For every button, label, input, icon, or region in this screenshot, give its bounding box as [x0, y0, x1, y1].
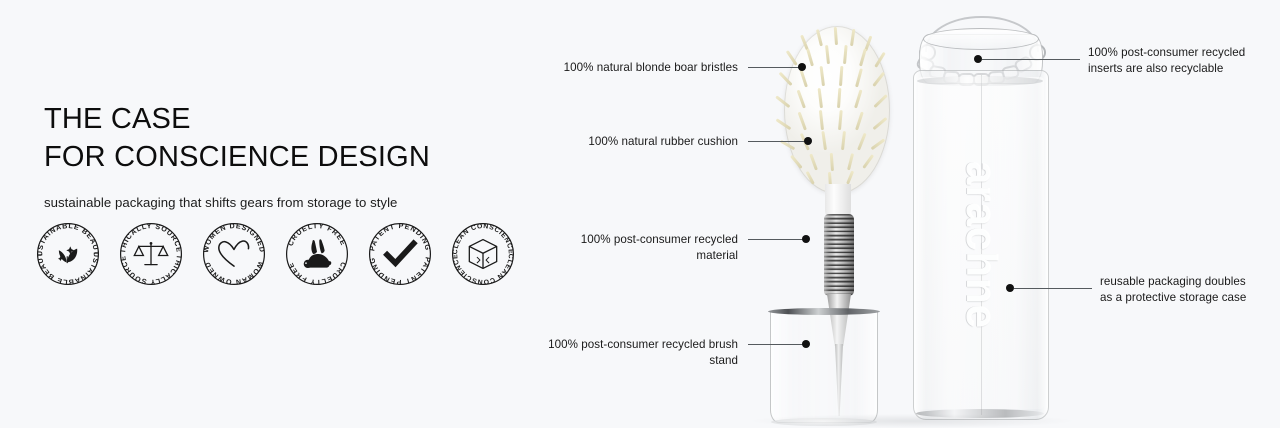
- callout-reusable: reusable packaging doubles as a protecti…: [1100, 275, 1247, 304]
- brush-bristles: [775, 26, 890, 194]
- callout-stand: 100% post-consumer recycled brush stand: [548, 338, 738, 367]
- editorial-copy-block: THE CASE FOR CONSCIENCE DESIGN sustainab…: [44, 100, 484, 212]
- leader-line-material: [748, 239, 806, 240]
- leader-dot-inserts: [974, 55, 982, 63]
- brush-ribbed-grip: [824, 214, 854, 296]
- badge-top-text: SUSTAINABLE BEAUTY: [30, 216, 99, 256]
- badge-sustainable-beauty: SUSTAINABLE BEAUTY SUSTAINABLE BEAUTY: [30, 216, 106, 292]
- jar-body: arachne: [913, 70, 1049, 420]
- badge-top-text: PATENT PENDING: [368, 222, 430, 252]
- rabbit-icon: [303, 239, 332, 269]
- checkmark-icon: [383, 239, 418, 268]
- jar-base: [916, 409, 1044, 418]
- leader-line-bristles: [748, 67, 802, 68]
- svg-text:PATENT PENDING: PATENT PENDING: [368, 222, 431, 252]
- certification-badge-row: SUSTAINABLE BEAUTY SUSTAINABLE BEAUTY: [30, 216, 521, 292]
- brush-stand-floor: [771, 418, 877, 426]
- ground-shadow: [752, 414, 1072, 428]
- glass-storage-jar: arachne: [905, 10, 1055, 420]
- callout-bristles: 100% natural blonde boar bristles: [563, 61, 738, 74]
- jar-lid-top-surface: [923, 28, 1039, 50]
- svg-text:CRUELTY FREE: CRUELTY FREE: [287, 222, 348, 247]
- heart-icon: [218, 240, 250, 267]
- leaf-sparkle-icon: [57, 246, 78, 264]
- leader-line-stand: [748, 344, 806, 345]
- callout-material: 100% post-consumer recycled material: [580, 233, 738, 262]
- headline-line-1: THE CASE: [44, 103, 191, 135]
- jar-neck-ring: [917, 76, 1043, 86]
- badge-cruelty-free: CRUELTY FREE CRUELTY FREE: [279, 216, 355, 292]
- callout-cushion: 100% natural rubber cushion: [588, 135, 738, 148]
- badge-top-text: CRUELTY FREE: [287, 222, 347, 247]
- leader-dot-reusable: [1006, 284, 1014, 292]
- cube-box-icon: [468, 238, 498, 270]
- callout-inserts: 100% post-consumer recycled inserts are …: [1088, 46, 1246, 75]
- jar-mold-seam: [981, 75, 982, 415]
- svg-text:WOMAN OWNED: WOMAN OWNED: [203, 260, 264, 286]
- leader-dot-stand: [802, 340, 810, 348]
- brush-stand: [768, 308, 880, 426]
- leader-dot-material: [802, 235, 810, 243]
- badge-clean-conscience: CLEAN CONSCIENCE CLEAN CONSCIENCE: [445, 216, 521, 292]
- headline-line-2: FOR CONSCIENCE DESIGN: [44, 141, 431, 174]
- brush-head-cushion: [775, 26, 890, 194]
- svg-text:SUSTAINABLE BEAUTY: SUSTAINABLE BEAUTY: [30, 216, 100, 256]
- badge-bottom-text: WOMAN OWNED: [203, 260, 263, 286]
- badge-women-designed-woman-owned: WOMEN DESIGNED WOMAN OWNED: [196, 216, 272, 292]
- leader-line-cushion: [748, 141, 808, 142]
- brand-emboss-arachne: arachne: [958, 160, 1005, 330]
- balance-scale-icon: [133, 241, 169, 266]
- leader-line-inserts: [982, 59, 1080, 60]
- badge-top-text: CLEAN CONSCIENCE: [452, 223, 513, 255]
- badge-patent-pending: PATENT PENDING PATENT PENDING: [362, 216, 438, 292]
- hair-brush-product: [768, 26, 908, 426]
- jar-interior: [918, 77, 1044, 409]
- leader-dot-bristles: [798, 63, 806, 71]
- leader-line-reusable: [1014, 288, 1092, 289]
- leader-dot-cushion: [804, 137, 812, 145]
- page-title: THE CASE FOR CONSCIENCE DESIGN: [44, 100, 484, 177]
- svg-text:CLEAN CONSCIENCE: CLEAN CONSCIENCE: [452, 223, 514, 255]
- product-illustration-area: arachne 100% natural blonde boar bristle…: [520, 0, 1280, 428]
- brush-stand-body: [770, 311, 878, 423]
- subheadline: sustainable packaging that shifts gears …: [44, 194, 398, 210]
- brush-stand-rim: [768, 308, 880, 315]
